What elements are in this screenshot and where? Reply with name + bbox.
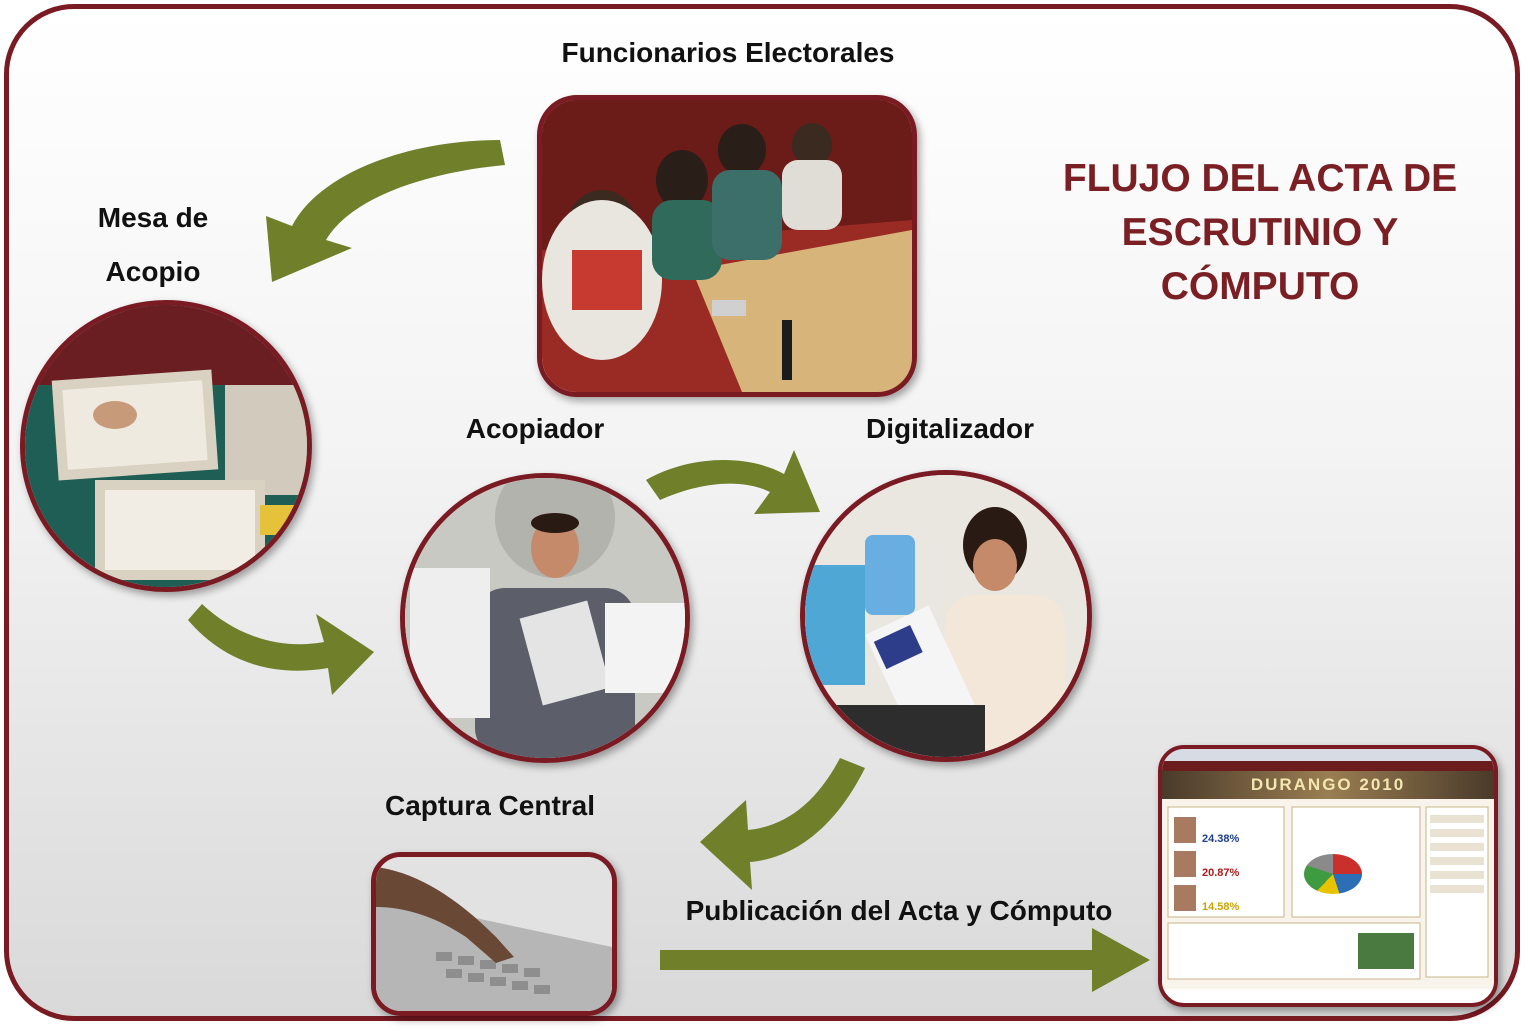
browser-toolbar <box>1162 749 1494 761</box>
arrow-digitalizador-to-captura <box>700 758 865 890</box>
label-captura-central: Captura Central <box>384 790 596 821</box>
label-digitalizador: Digitalizador <box>865 413 1034 444</box>
site-body: 24.38% 20.87% 14.58% <box>1162 799 1494 989</box>
arrow-acopiador-to-digitalizador <box>646 450 820 514</box>
photo-captura-central <box>371 852 617 1016</box>
prep-website-screenshot: DURANGO 2010 24.38% 20.87% 14.58% <box>1158 745 1498 1007</box>
ballot-stacks-image <box>25 305 307 587</box>
site-content-image <box>1167 806 1489 980</box>
label-acopio: Acopio <box>105 256 201 287</box>
arrow-mesa-to-acopiador <box>188 604 374 695</box>
label-mesa-de: Mesa de <box>97 202 209 233</box>
label-publicacion: Publicación del Acta y Cómputo <box>685 895 1113 926</box>
arrow-captura-to-publicacion <box>660 928 1150 992</box>
photo-digitalizador <box>800 470 1092 762</box>
arrow-funcionarios-to-mesa <box>266 140 505 282</box>
website-percentage-2: 20.87% <box>1202 867 1240 879</box>
site-banner: DURANGO 2010 <box>1162 771 1494 799</box>
website-percentage-3: 14.58% <box>1202 901 1240 913</box>
photo-funcionarios-electorales <box>537 95 917 397</box>
label-acopiador: Acopiador <box>465 413 605 444</box>
site-nav-bar <box>1162 761 1494 771</box>
hand-on-keyboard-image <box>376 857 612 1011</box>
diagram-title: FLUJO DEL ACTA DE ESCRUTINIO Y CÓMPUTO <box>1062 157 1458 308</box>
woman-scanning-document-image <box>805 475 1087 757</box>
website-percentage-1: 24.38% <box>1202 833 1240 845</box>
man-carrying-packages-image <box>405 478 685 758</box>
photo-mesa-de-acopio <box>20 300 312 592</box>
photo-acopiador <box>400 473 690 763</box>
people-at-table-image <box>542 100 912 392</box>
results-pie-chart <box>1304 854 1362 894</box>
label-funcionarios-electorales: Funcionarios Electorales <box>561 37 895 68</box>
